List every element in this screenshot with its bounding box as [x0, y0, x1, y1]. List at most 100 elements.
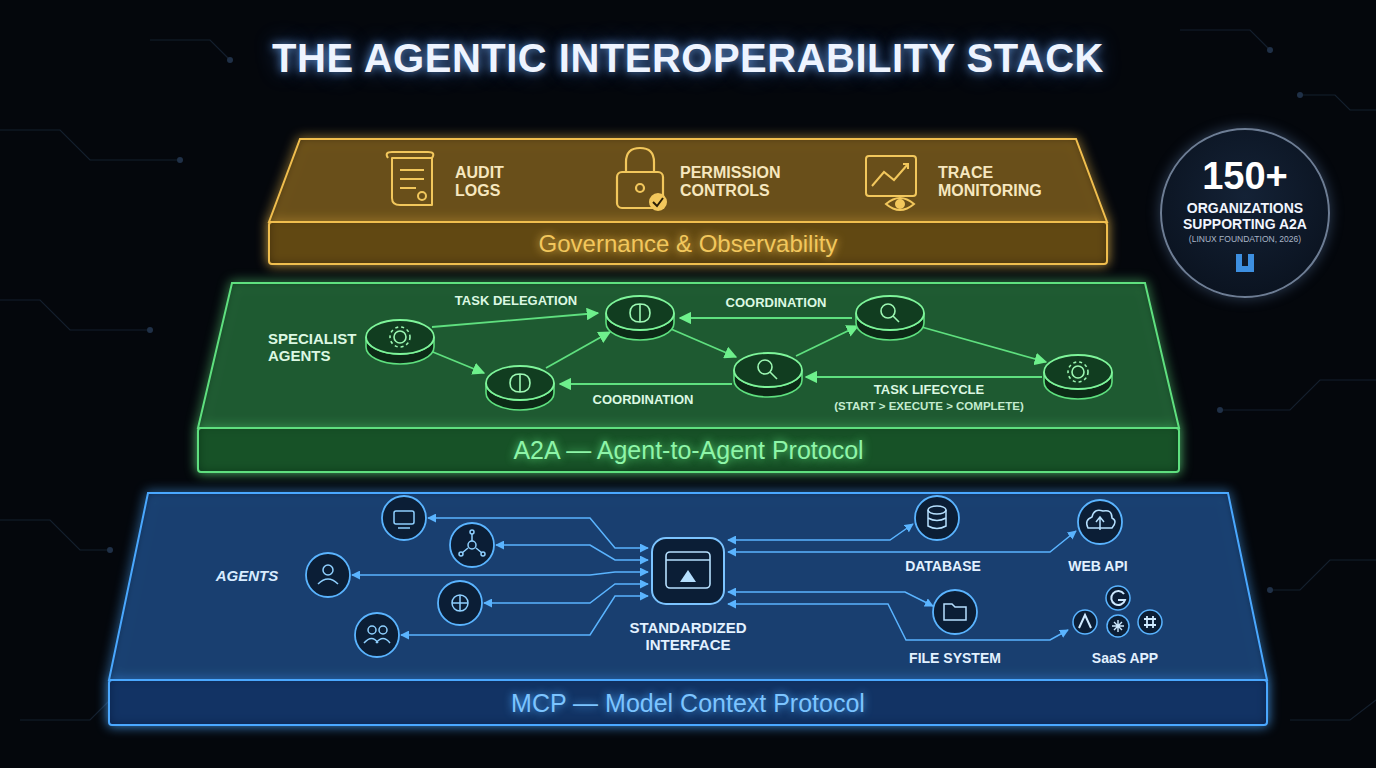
agent-circle: [382, 496, 426, 540]
layer-top-face: [198, 283, 1179, 428]
lock-icon: [649, 193, 667, 211]
file-system-icon: [933, 590, 977, 634]
agent-arrow: [432, 313, 598, 327]
trace-monitor-icon: [896, 200, 904, 208]
mcp-link: [352, 572, 648, 575]
agent-circle: [355, 613, 399, 657]
agent-glyph: [452, 595, 468, 611]
layer-front-face: [269, 222, 1107, 264]
circuit-trace: [1290, 700, 1376, 720]
circuit-trace: [20, 700, 110, 720]
trace-monitor-icon: [903, 164, 908, 169]
layer-front-face: [109, 680, 1267, 725]
agent-glyph: [881, 304, 895, 318]
flow-label: TASK LIFECYCLE: [874, 383, 984, 398]
agent-arrow: [680, 317, 852, 319]
stat-number: 150+: [1202, 155, 1288, 198]
circuit-trace: [1180, 30, 1270, 50]
lock-icon: [653, 198, 663, 206]
circuit-dot: [1267, 587, 1273, 593]
agent-arrow: [546, 332, 610, 368]
web-api-icon: [1096, 517, 1104, 530]
circuit-dot: [1297, 92, 1303, 98]
circuit-trace: [0, 300, 150, 330]
circuit-dot: [1217, 407, 1223, 413]
database-icon: [928, 510, 946, 529]
agent-disc: [856, 296, 924, 340]
audit-log-icon: [387, 152, 434, 158]
interface-hub: [666, 559, 710, 560]
audit-log-icon: [392, 158, 432, 205]
agent-glyph: [770, 372, 777, 379]
stat-caption: ORGANIZATIONS SUPPORTING A2A: [1175, 201, 1315, 232]
agent-disc: [734, 353, 802, 397]
file-system-icon: [944, 604, 966, 620]
agent-circle: [438, 581, 482, 625]
stat-caption: (LINUX FOUNDATION, 2026): [1189, 235, 1301, 245]
saas-app-icons: [1073, 586, 1162, 637]
agent-glyph: [481, 552, 485, 556]
saas-app-icons: [1138, 610, 1162, 634]
agent-glyph: [323, 565, 333, 575]
mcp-link: [728, 531, 1076, 552]
audit-log-icon: [418, 192, 426, 200]
agent-glyph: [468, 541, 476, 549]
circuit-dot: [227, 57, 233, 63]
interface-hub: [652, 538, 724, 604]
database-icon: [928, 506, 946, 514]
agent-disc: [1044, 355, 1112, 399]
circuit-dot: [107, 547, 113, 553]
agent-glyph: [630, 304, 650, 322]
resource-label: SaaS APP: [1092, 650, 1158, 666]
mcp-link: [728, 604, 1068, 640]
saas-app-icons: [1111, 591, 1125, 605]
agent-glyph: [364, 639, 390, 644]
circuit-dot: [177, 157, 183, 163]
circuit-trace: [0, 520, 110, 550]
agent-glyph: [470, 530, 474, 534]
lock-icon: [626, 148, 654, 172]
agent-glyph: [510, 374, 530, 392]
agent-glyph: [390, 304, 1088, 392]
agent-glyph: [758, 360, 772, 374]
interface-hub: [652, 538, 724, 604]
diagram-title: THE AGENTIC INTEROPERABILITY STACK: [0, 36, 1376, 81]
flow-note: (START > EXECUTE > COMPLETE): [834, 400, 1024, 413]
file-system-icon: [933, 590, 977, 634]
database-icon: [915, 496, 959, 540]
agent-arrow: [796, 326, 858, 356]
resource-label: DATABASE: [905, 558, 981, 574]
layer-top-face: [109, 493, 1267, 680]
layer-label: A2A — Agent-to-Agent Protocol: [513, 436, 863, 465]
circuit-dot: [1267, 47, 1273, 53]
agent-glyph: [390, 327, 410, 347]
flow-label: COORDINATION: [726, 296, 827, 311]
audit-log-icon: [400, 170, 424, 188]
saas-app-icons: [1112, 620, 1124, 632]
flow-label: TASK DELEGATION: [455, 294, 577, 309]
saas-app-icons: [1106, 586, 1130, 610]
trace-monitor-icon: [866, 156, 916, 210]
saas-app-icons: [1107, 615, 1129, 637]
lock-icon: [617, 148, 667, 211]
resource-label: WEB API: [1068, 558, 1127, 574]
layer-label: Governance & Observability: [539, 230, 838, 258]
agent-glyph: [318, 511, 485, 643]
agent-arrow: [806, 376, 1042, 378]
agent-glyph: [318, 579, 338, 584]
layer-label: MCP — Model Context Protocol: [511, 689, 865, 718]
agent-glyph: [394, 331, 406, 343]
mcp-link: [496, 545, 648, 560]
trace-monitor-icon: [872, 164, 908, 186]
agent-glyph: [459, 552, 463, 556]
agent-disc: [606, 296, 674, 340]
agent-arrow: [428, 350, 484, 373]
agent-glyph: [368, 626, 376, 634]
agent-circle: [306, 553, 350, 597]
agent-circle: [450, 523, 494, 567]
agent-disc: [366, 296, 1112, 410]
governance-item: TRACE MONITORING: [938, 164, 1048, 201]
circuit-trace: [0, 30, 1376, 720]
database-icon: [915, 496, 959, 540]
governance-item: AUDIT LOGS: [455, 164, 525, 201]
